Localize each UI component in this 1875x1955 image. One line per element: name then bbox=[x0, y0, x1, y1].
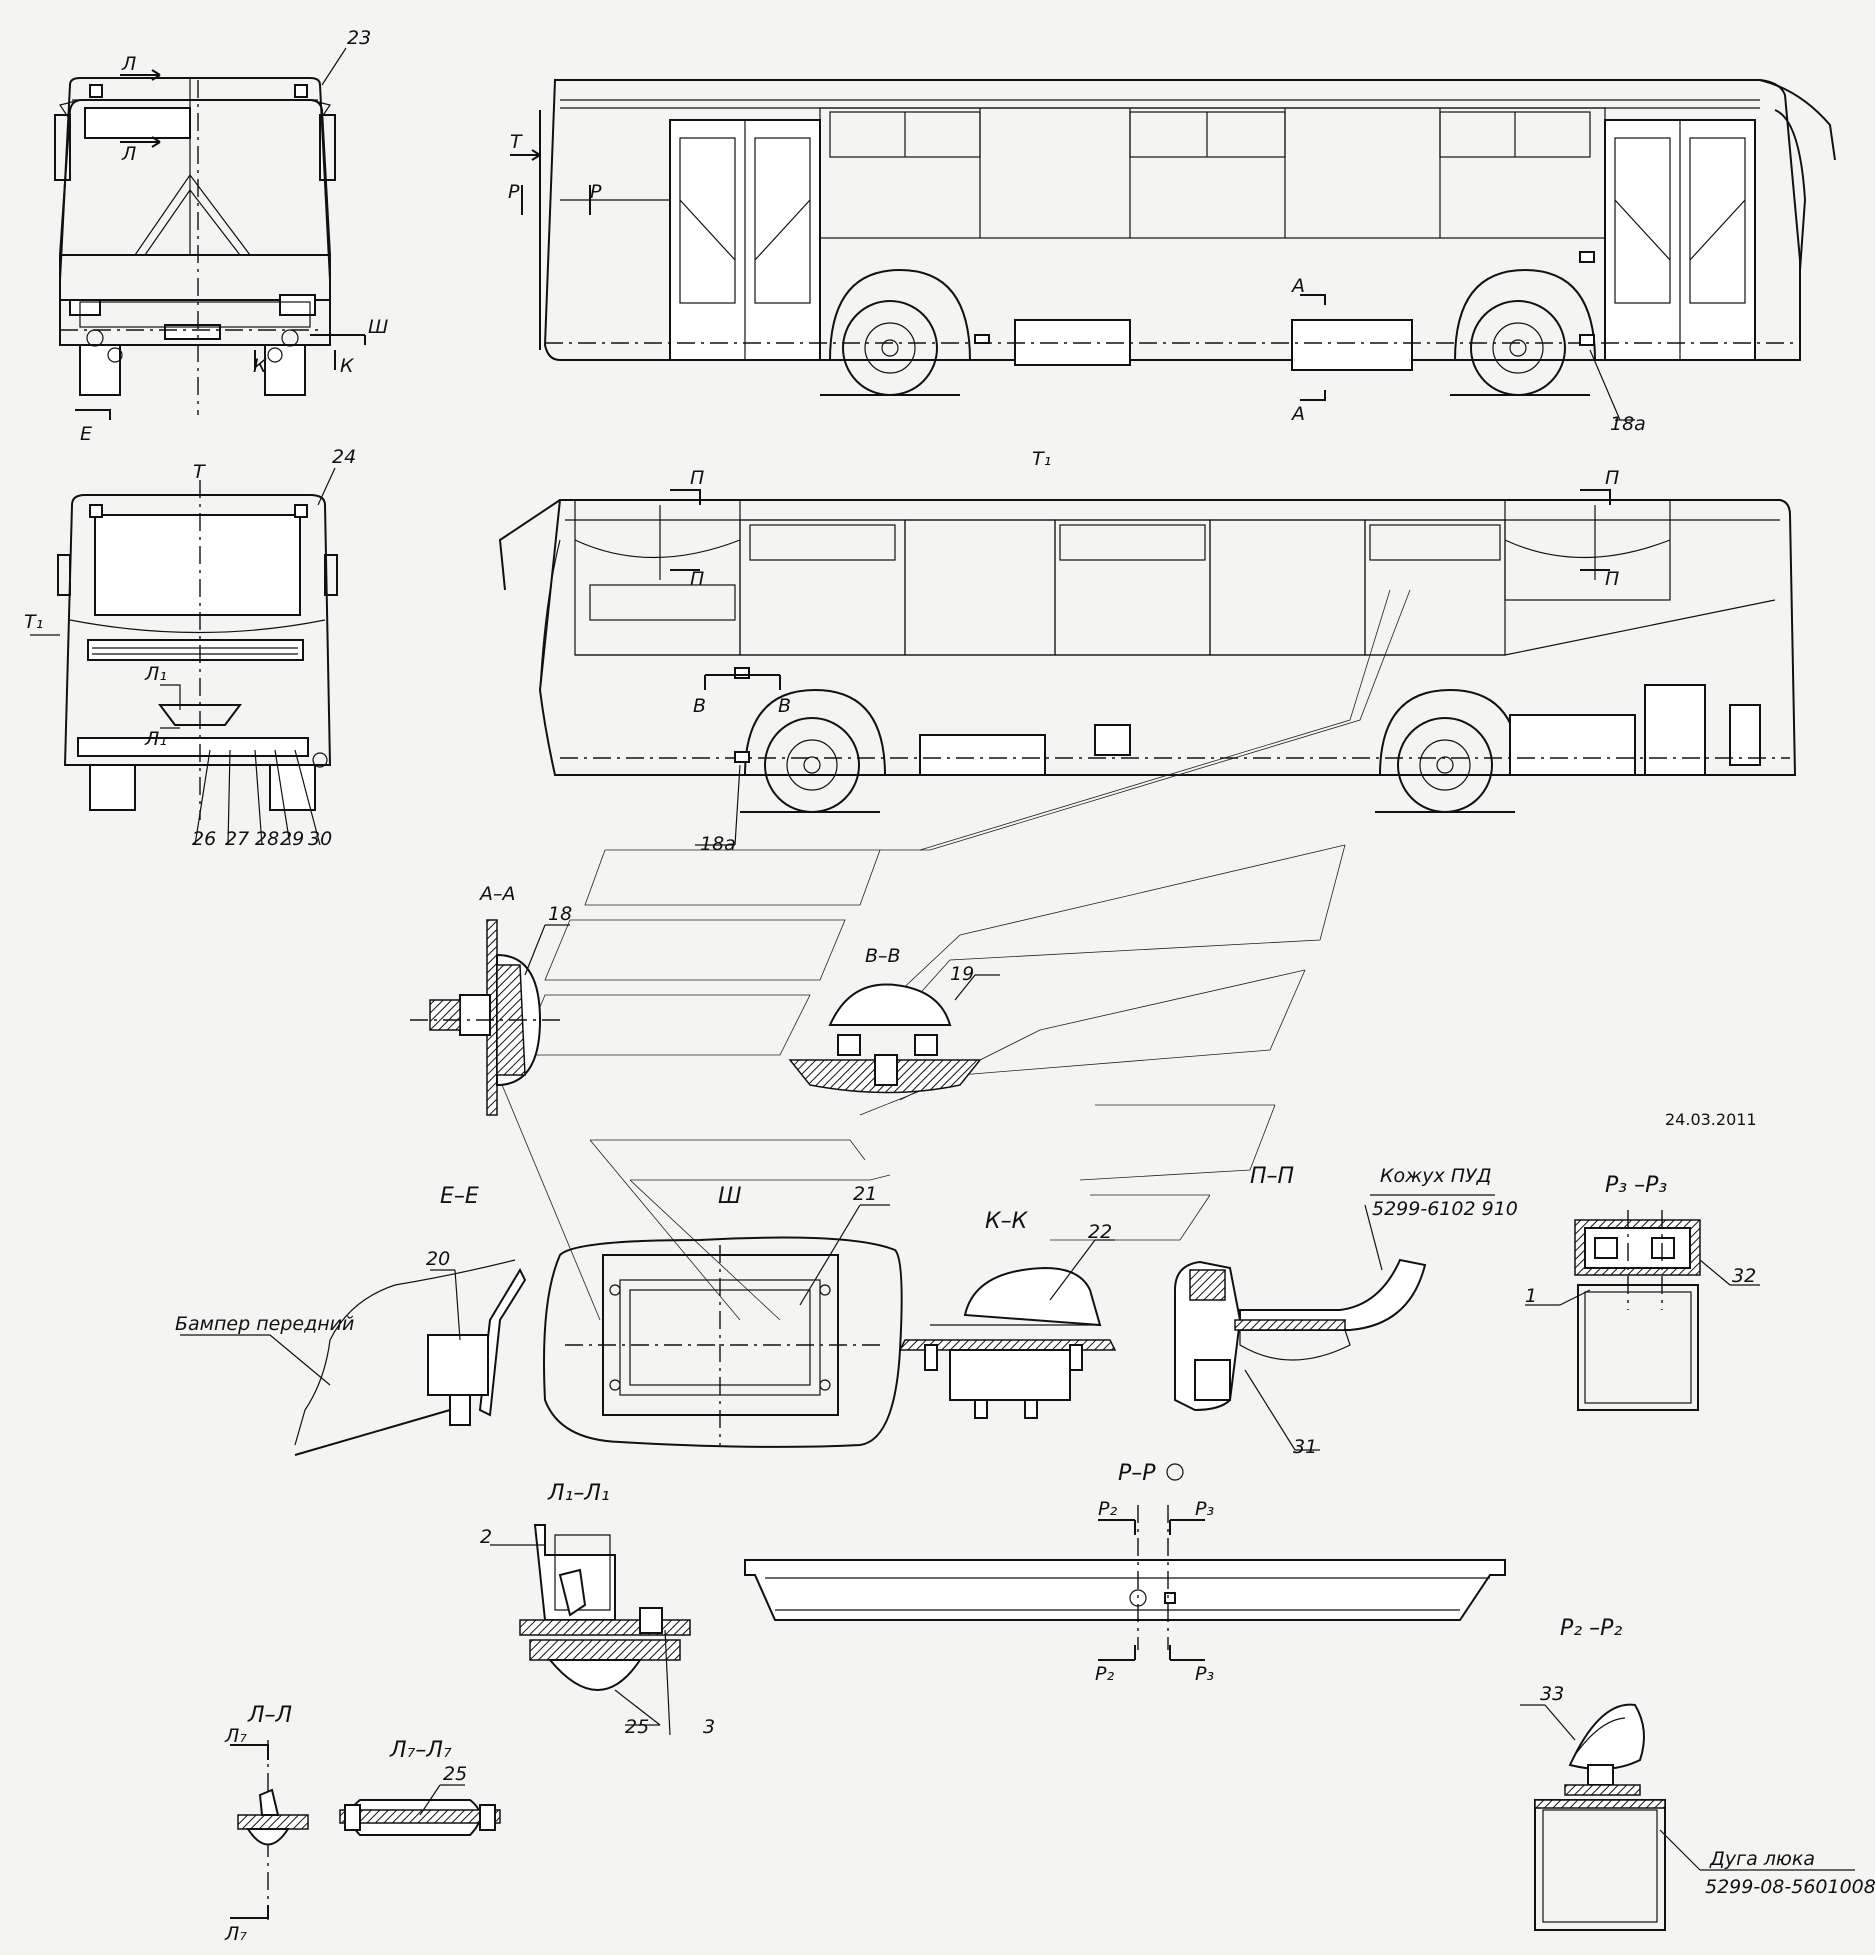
callout-2: 2 bbox=[480, 1526, 492, 1548]
section-title-k-k: К–К bbox=[985, 1209, 1029, 1234]
section-k-k bbox=[898, 1239, 1117, 1419]
note-hatch-arc-code: 5299-08-5601008СБ bbox=[1705, 1876, 1875, 1898]
note-hatch-arc-title: Дуга люка bbox=[1709, 1848, 1815, 1870]
section-title-l-l: Л–Л bbox=[247, 1703, 292, 1728]
section-b-b bbox=[788, 974, 1000, 1094]
section-title-l7-l7: Л₇–Л₇ bbox=[389, 1738, 452, 1763]
callout-29: 29 bbox=[280, 828, 304, 850]
callout-28: 28 bbox=[255, 828, 279, 850]
section-mark-p-left: Р bbox=[508, 181, 520, 203]
section-mark-pi-right-top: П bbox=[1605, 467, 1619, 489]
section-title-p2-p2: Р₂ –Р₂ bbox=[1560, 1616, 1622, 1641]
callout-18a-top: 18а bbox=[1610, 413, 1646, 435]
section-mark-l-mid: Л bbox=[121, 143, 136, 165]
bus-rear-view bbox=[30, 480, 338, 846]
callout-18a-bottom: 18а bbox=[700, 833, 736, 855]
section-pi-pi bbox=[1174, 1194, 1495, 1451]
note-front-bumper: Бампер передний bbox=[175, 1313, 354, 1335]
section-title-b-b: В–В bbox=[865, 945, 901, 967]
section-mark-k-left: К bbox=[253, 355, 268, 377]
callout-21: 21 bbox=[853, 1183, 877, 1205]
callout-3: 3 bbox=[703, 1716, 715, 1738]
section-leader-lines bbox=[499, 589, 1411, 1321]
section-p3-p3 bbox=[1525, 1210, 1760, 1411]
callout-32: 32 bbox=[1732, 1265, 1756, 1287]
section-l7-l7 bbox=[339, 1784, 501, 1836]
section-title-pi-pi: П–П bbox=[1250, 1164, 1294, 1189]
section-mark-p2-top: Р₂ bbox=[1098, 1498, 1117, 1520]
drawing-date: 24.03.2011 bbox=[1665, 1110, 1757, 1129]
section-mark-e: Е bbox=[80, 423, 92, 445]
callout-1: 1 bbox=[1525, 1285, 1537, 1307]
section-mark-p-right: Р bbox=[590, 181, 602, 203]
section-mark-p3-bottom: Р₃ bbox=[1195, 1663, 1214, 1685]
callout-18: 18 bbox=[548, 903, 572, 925]
bus-front-view bbox=[54, 69, 366, 420]
section-l1-l1 bbox=[490, 1524, 691, 1736]
section-mark-pi-left-top: П bbox=[690, 467, 704, 489]
callout-26: 26 bbox=[192, 828, 216, 850]
section-mark-pi-right-bottom: П bbox=[1605, 568, 1619, 590]
section-mark-pi-left-bottom: П bbox=[690, 568, 704, 590]
section-mark-l1-top: Л₁ bbox=[144, 663, 167, 685]
section-mark-l-top: Л bbox=[121, 53, 136, 75]
section-l-l bbox=[230, 1740, 309, 1920]
callout-25-b: 25 bbox=[443, 1763, 467, 1785]
section-mark-p2-bottom: Р₂ bbox=[1095, 1663, 1114, 1685]
section-mark-a-top: А bbox=[1290, 275, 1305, 297]
callout-25-a: 25 bbox=[625, 1716, 649, 1738]
section-mark-b-right: В bbox=[778, 695, 791, 717]
section-title-sh: Ш bbox=[718, 1184, 742, 1209]
section-mark-l1-bottom: Л₁ bbox=[144, 728, 167, 750]
callout-27: 27 bbox=[225, 828, 249, 850]
section-e-e bbox=[180, 1259, 527, 1456]
section-mark-p3-top: Р₃ bbox=[1195, 1498, 1214, 1520]
section-mark-t1-rear: Т₁ bbox=[24, 611, 43, 633]
section-title-a-a: А–А bbox=[478, 883, 516, 905]
section-mark-t-rear: Т bbox=[193, 461, 206, 483]
callout-24: 24 bbox=[332, 446, 356, 468]
section-title-p3-p3: Р₃ –Р₃ bbox=[1605, 1173, 1667, 1198]
section-mark-l7-top: Л₇ bbox=[224, 1725, 247, 1747]
section-mark-b-left: В bbox=[693, 695, 706, 717]
section-mark-sh: Ш bbox=[368, 316, 388, 338]
callout-33: 33 bbox=[1540, 1683, 1564, 1705]
note-casing-code: 5299-6102 910 bbox=[1372, 1198, 1518, 1220]
section-title-e-e: Е–Е bbox=[440, 1184, 479, 1209]
section-mark-a-bottom: А bbox=[1290, 403, 1305, 425]
section-mark-k-right: К bbox=[340, 355, 355, 377]
section-a-a bbox=[410, 919, 570, 1116]
section-title-l1-l1: Л₁–Л₁ bbox=[547, 1481, 610, 1506]
bus-side-view-right bbox=[510, 79, 1836, 421]
section-p-p bbox=[744, 1463, 1506, 1661]
section-title-p-p: Р–Р bbox=[1118, 1461, 1156, 1486]
section-mark-t1-side: Т₁ bbox=[1032, 448, 1051, 470]
callout-23: 23 bbox=[347, 27, 371, 49]
section-sh bbox=[543, 1204, 903, 1448]
callout-20: 20 bbox=[426, 1248, 450, 1270]
bus-side-view-left bbox=[498, 489, 1797, 846]
section-mark-t-side: Т bbox=[510, 131, 523, 153]
section-p2-p2 bbox=[1520, 1703, 1855, 1931]
callout-30: 30 bbox=[308, 828, 332, 850]
section-mark-l7-bottom: Л₇ bbox=[224, 1923, 247, 1945]
note-casing-title: Кожух ПУД bbox=[1380, 1165, 1491, 1187]
callout-22: 22 bbox=[1088, 1221, 1112, 1243]
callout-31: 31 bbox=[1293, 1436, 1317, 1458]
callout-19: 19 bbox=[950, 963, 974, 985]
